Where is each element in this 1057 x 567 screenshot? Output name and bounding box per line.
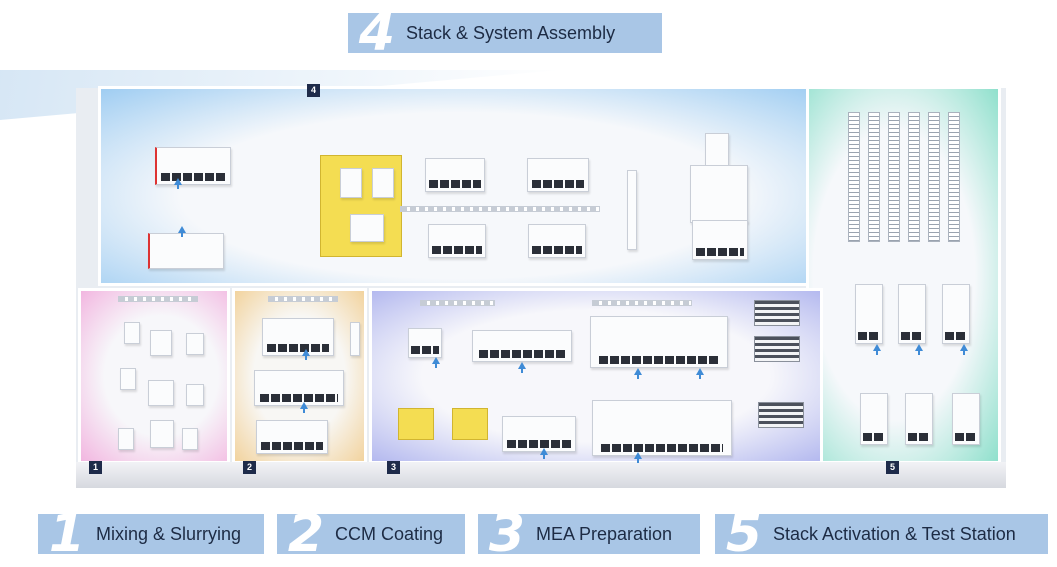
flow-arrow-icon: [696, 368, 704, 379]
step-2-number: 2: [287, 514, 324, 554]
flow-arrow-icon: [634, 368, 642, 379]
equipment-mea-unit: [408, 328, 442, 358]
equipment-test-station: [952, 393, 980, 445]
equipment-storage: [148, 233, 224, 269]
equipment-stacking-robot: [372, 168, 394, 198]
storage-rack: [908, 112, 920, 242]
step-2-title: CCM Coating: [335, 523, 444, 544]
storage-rack: [928, 112, 940, 242]
equipment-mea-cutting: [502, 416, 576, 452]
equipment-system-tower: [705, 133, 729, 167]
equipment-mixer: [182, 428, 198, 450]
storage-rack: [948, 112, 960, 242]
equipment-cabinet: [350, 322, 360, 356]
ceiling-duct: [268, 296, 338, 302]
equipment-mea-line: [590, 316, 728, 368]
material-shelf: [758, 402, 804, 428]
equipment-coater: [256, 420, 328, 454]
equipment-mea-cutting: [592, 400, 732, 456]
flow-arrow-icon: [915, 344, 923, 355]
step-4-label: 4 Stack & System Assembly: [348, 13, 662, 53]
equipment-system-base: [692, 220, 748, 260]
zone-badge-4: 4: [307, 84, 320, 97]
equipment-test-station: [905, 393, 933, 445]
front-wall-right: [836, 462, 1006, 488]
zone-badge-5: 5: [886, 461, 899, 474]
equipment-mixer: [186, 384, 204, 406]
material-shelf: [754, 300, 800, 326]
equipment-mixer: [118, 428, 134, 450]
step-3-number: 3: [488, 514, 525, 554]
flow-arrow-icon: [300, 402, 308, 413]
flow-arrow-icon: [540, 448, 548, 459]
flow-arrow-icon: [174, 178, 182, 189]
step-4-title: Stack & System Assembly: [406, 22, 616, 43]
zone-badge-1: 1: [89, 461, 102, 474]
step-1-label: 1 Mixing & Slurrying: [38, 514, 264, 554]
ceiling-duct: [118, 296, 198, 302]
step-1-number: 1: [48, 514, 85, 554]
storage-rack: [888, 112, 900, 242]
front-wall: [76, 462, 836, 488]
ceiling-duct: [592, 300, 692, 306]
step-4-number: 4: [358, 13, 395, 53]
flow-arrow-icon: [960, 344, 968, 355]
equipment-activation-station: [898, 284, 926, 344]
flow-arrow-icon: [634, 452, 642, 463]
equipment-assembly-station: [425, 158, 485, 192]
equipment-stacking-press: [350, 214, 384, 242]
equipment-activation-station: [855, 284, 883, 344]
equipment-test-station: [860, 393, 888, 445]
flow-arrow-icon: [302, 349, 310, 360]
equipment-hot-press: [452, 408, 488, 440]
equipment-mixer: [150, 420, 174, 448]
step-3-title: MEA Preparation: [536, 523, 673, 544]
equipment-mixer: [124, 322, 140, 344]
equipment-assembly-station: [528, 224, 586, 258]
equipment-hot-press: [398, 408, 434, 440]
equipment-coater: [254, 370, 344, 406]
step-3-label: 3 MEA Preparation: [478, 514, 700, 554]
zone-badge-3: 3: [387, 461, 400, 474]
equipment-mixer: [148, 380, 174, 406]
ceiling-duct: [420, 300, 495, 306]
storage-rack: [848, 112, 860, 242]
equipment-assembly-station: [428, 224, 486, 258]
zone-badge-2: 2: [243, 461, 256, 474]
conveyor-rail: [400, 206, 600, 212]
equipment-system-frame: [690, 165, 748, 223]
equipment-assembly-station: [527, 158, 589, 192]
step-5-number: 5: [725, 514, 762, 554]
flow-arrow-icon: [178, 226, 186, 237]
step-2-label: 2 CCM Coating: [277, 514, 465, 554]
equipment-mixer: [120, 368, 136, 390]
storage-rack: [868, 112, 880, 242]
equipment-mea-line: [472, 330, 572, 362]
flow-arrow-icon: [873, 344, 881, 355]
material-shelf: [754, 336, 800, 362]
equipment-clean-room: [155, 147, 231, 185]
flow-arrow-icon: [432, 357, 440, 368]
equipment-mixer: [150, 330, 172, 356]
step-5-title: Stack Activation & Test Station: [773, 523, 1016, 544]
equipment-coater: [262, 318, 334, 356]
equipment-mixer: [186, 333, 204, 355]
step-5-label: 5 Stack Activation & Test Station: [715, 514, 1048, 554]
equipment-stacking-robot: [340, 168, 362, 198]
equipment-activation-station: [942, 284, 970, 344]
step-1-title: Mixing & Slurrying: [96, 523, 242, 544]
flow-arrow-icon: [518, 362, 526, 373]
equipment-column: [627, 170, 637, 250]
